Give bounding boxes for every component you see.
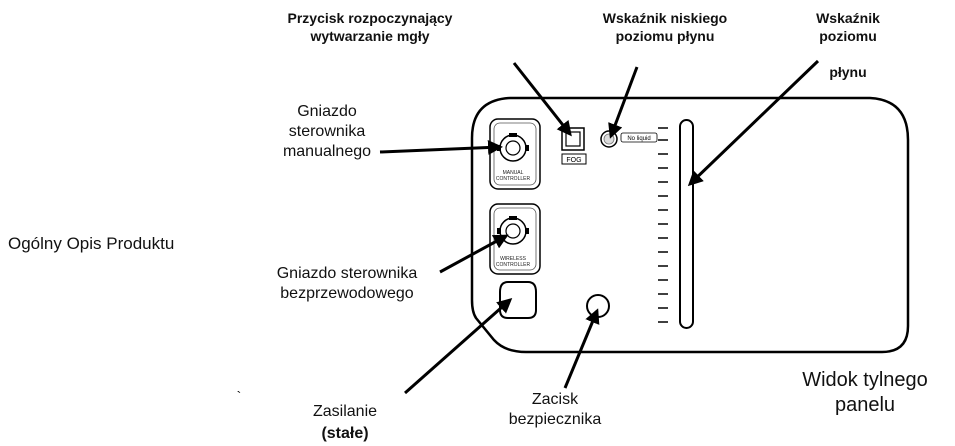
label-fog-button: Przycisk rozpoczynający wytwarzanie mgły [287, 10, 453, 44]
arrow-fluid-level [687, 59, 820, 187]
arrow-low-liquid [608, 66, 639, 139]
label-manual-socket: Gniazdo sterownika manualnego [282, 103, 372, 160]
wireless-controller-socket: WIRELESS CONTROLLER [489, 203, 541, 275]
no-liquid-text: No liquid [627, 136, 650, 142]
arrow-power [404, 298, 513, 395]
arrow-fog-button [512, 62, 572, 137]
page-title: Ogólny Opis Produktu [8, 234, 175, 253]
arrow-wireless-socket [439, 234, 509, 274]
fluid-level-window [679, 119, 694, 329]
fog-button: FOG [561, 127, 587, 165]
fuse-holder [586, 294, 610, 318]
manual-controller-socket: MANUAL CONTROLLER [489, 118, 541, 190]
label-low-fluid-indicator: Wskaźnik niskiego poziomu płynu [602, 10, 728, 44]
arrow-manual-socket [379, 140, 503, 155]
level-scale [658, 127, 668, 323]
wireless-controller-text-2: CONTROLLER [496, 262, 531, 268]
label-power-line1: Zasilanie [312, 403, 378, 420]
fog-button-text: FOG [566, 157, 581, 164]
manual-controller-text-1: MANUAL [503, 170, 524, 176]
power-socket [499, 281, 537, 319]
label-fuse: Zacisk bezpiecznika [508, 391, 602, 428]
label-fluid-level-indicator-line2: płynu [829, 64, 867, 80]
manual-controller-text-2: CONTROLLER [496, 176, 531, 182]
label-fluid-level-indicator-line1: Wskaźnik poziomu [816, 10, 880, 44]
leader-arrows [379, 59, 820, 395]
label-power-line2: (stałe) [321, 425, 369, 442]
arrow-fuse [563, 308, 600, 389]
wireless-controller-text-1: WIRELESS [500, 256, 527, 262]
label-wireless-socket: Gniazdo sterownika bezprzewodowego [276, 265, 418, 302]
stray-backtick: ` [236, 388, 242, 404]
view-caption: Widok tylnego panelu [802, 369, 928, 416]
